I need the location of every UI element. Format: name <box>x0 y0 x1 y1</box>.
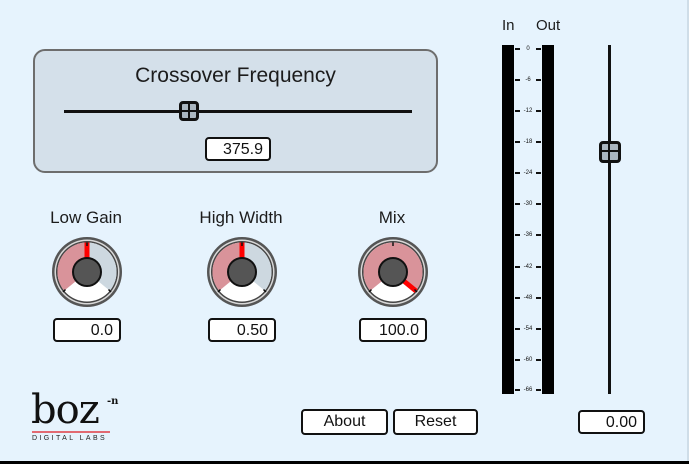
output-gain-value-field[interactable]: 0.00 <box>578 410 645 434</box>
low-gain-label: Low Gain <box>50 208 122 227</box>
scale-tick: -6 <box>514 76 542 84</box>
window-bottom-border <box>0 461 689 464</box>
low-gain-control: Low Gain 0.0 <box>31 208 141 342</box>
mix-value-field[interactable]: 100.0 <box>359 318 427 342</box>
scale-tick: -12 <box>514 107 542 115</box>
crossover-panel: Crossover Frequency 375.9 <box>33 49 438 173</box>
boz-digital-labs-logo: boz -n DIGITAL LABS <box>29 387 139 448</box>
scale-tick: -66 <box>514 386 542 394</box>
mix-label: Mix <box>378 208 406 227</box>
scale-tick: -36 <box>514 231 542 239</box>
mix-knob[interactable] <box>357 236 429 308</box>
high-width-knob[interactable] <box>206 236 278 308</box>
output-gain-fader-handle[interactable] <box>599 141 621 163</box>
logo-subtitle: DIGITAL LABS <box>32 435 108 442</box>
low-gain-value-field[interactable]: 0.0 <box>53 318 121 342</box>
out-meter-label: Out <box>536 17 561 34</box>
scale-tick: -18 <box>514 138 542 146</box>
crossover-slider-track[interactable] <box>64 110 412 113</box>
mix-control: Mix 100.0 <box>337 208 447 342</box>
high-width-value-field[interactable]: 0.50 <box>208 318 276 342</box>
high-width-control: High Width 0.50 <box>186 208 296 342</box>
crossover-value-field[interactable]: 375.9 <box>205 137 271 161</box>
scale-tick: -24 <box>514 169 542 177</box>
meter-db-scale: 0 -6 -12 -18 -24 -30 -36 -42 -48 -54 -60… <box>514 45 542 394</box>
logo-underline <box>32 431 110 433</box>
scale-tick: -60 <box>514 356 542 364</box>
window-edge <box>687 0 689 464</box>
scale-tick: -48 <box>514 294 542 302</box>
reset-button[interactable]: Reset <box>393 409 478 435</box>
in-meter-label: In <box>502 17 515 34</box>
input-level-meter <box>502 45 514 394</box>
crossover-slider-handle[interactable] <box>179 101 199 121</box>
output-level-meter <box>542 45 554 394</box>
low-gain-knob[interactable] <box>51 236 123 308</box>
scale-tick: -42 <box>514 263 542 271</box>
output-gain-fader-track[interactable] <box>608 45 611 394</box>
scale-tick: -30 <box>514 200 542 208</box>
logo-wordmark: boz <box>31 387 100 433</box>
high-width-label: High Width <box>199 208 283 227</box>
logo-superscript: -n <box>107 396 119 407</box>
crossover-title: Crossover Frequency <box>135 64 336 87</box>
about-button[interactable]: About <box>301 409 388 435</box>
scale-tick: -54 <box>514 325 542 333</box>
scale-tick: 0 <box>514 45 542 53</box>
